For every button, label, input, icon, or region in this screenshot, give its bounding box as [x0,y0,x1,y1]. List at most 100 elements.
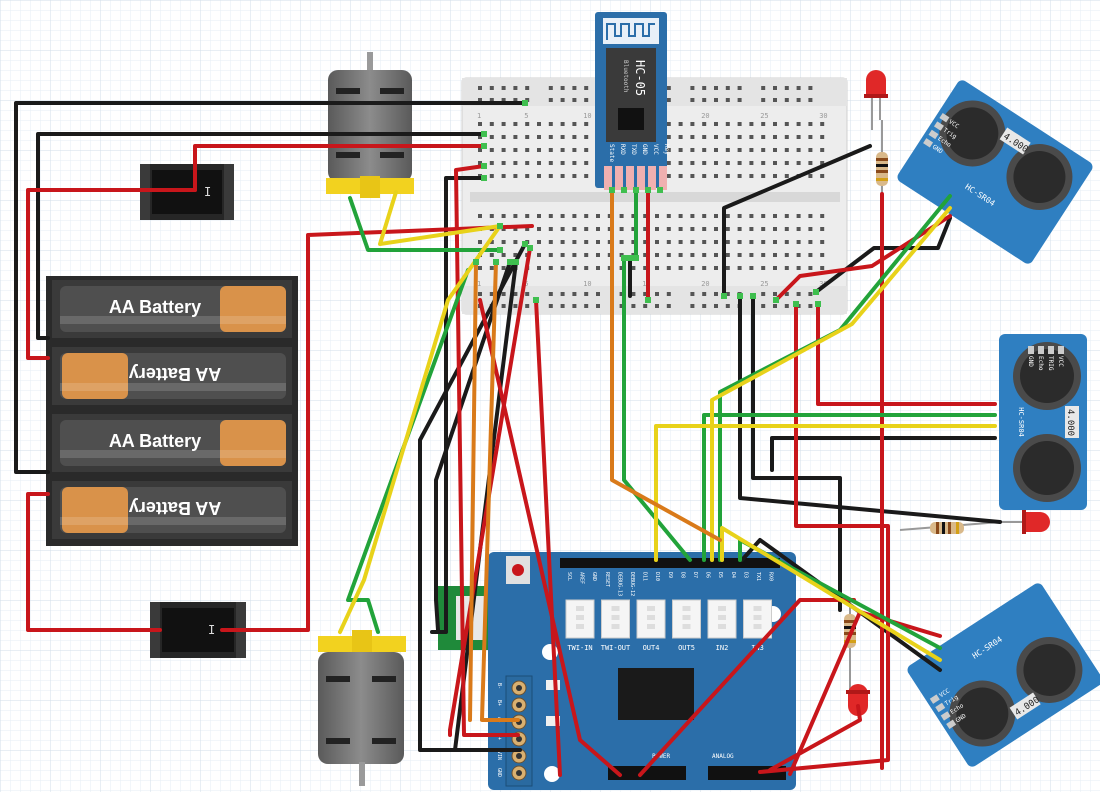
shield-pin-label: RESET [604,572,610,587]
battery-label: AA Battery [129,498,221,518]
resistor-top [876,120,888,196]
shield-pin-label: D9 [667,572,673,578]
breadboard-pin-mark [773,297,779,303]
power-header-label: POWER [652,753,670,760]
motor-shield: SCL AREF GND RESET DEBUG-13 DEBUG-12 D11 D10 D9 D… [488,552,796,790]
breadboard-pin-marks [473,100,821,307]
breadboard-column-number: 1 [477,112,481,120]
bt-pin-label: RXD [619,144,626,155]
analog-header-label: ANALOG [712,753,734,760]
shield-port-label: OUT5 [678,644,695,652]
battery-pack: AA Battery AA Battery AA Battery AA Battery [46,276,298,546]
shield-pin-label: DEBUG-13 [616,572,622,596]
breadboard-column-number: 1 [477,280,481,288]
bt-sub-label: Bluetooth [622,60,629,93]
breadboard-pin-mark [481,163,487,169]
breadboard-column-number: 25 [760,280,768,288]
aa-battery: AA Battery [52,481,292,539]
breadboard-column-number: 20 [701,112,709,120]
breadboard-pin-mark [721,293,727,299]
shield-port-label: IN2 [716,644,729,652]
bt-model-label: HC-05 [633,60,647,96]
breadboard-pin-mark [793,301,799,307]
breadboard-pin-mark [737,293,743,299]
aa-battery: AA Battery [52,347,292,405]
terminal-label: VIN [496,751,502,760]
battery-label: AA Battery [109,297,201,317]
breadboard-pin-mark [507,259,513,265]
aa-battery: AA Battery [52,414,292,472]
dc-motor-bottom [318,630,406,786]
breadboard-pin-mark [527,245,533,251]
breadboard-pin-mark [522,241,528,247]
shield-pin-label: D6 [705,572,711,578]
shield-pin-label: D10 [654,572,660,581]
shield-pin-label: D8 [679,572,685,578]
shield-pin-label: AREF [579,572,585,584]
terminal-label: B- [496,683,502,689]
breadboard-pin-mark [621,187,627,193]
sensor-freq: 4.000 [1065,409,1075,436]
breadboard-pin-mark [481,131,487,137]
breadboard-column-number: 5 [524,280,528,288]
bt-pin-label: TXD [630,144,637,155]
breadboard-column-number: 10 [583,112,591,120]
breadboard-pin-mark [522,100,528,106]
breadboard-pin-mark [750,293,756,299]
breadboard-pin-mark [481,175,487,181]
dc-motor-top [326,52,414,198]
shield-pin-label: GND [591,572,597,581]
battery-label: AA Battery [109,431,201,451]
breadboard-column-number: 10 [583,280,591,288]
shield-pin-label: DEBUG-12 [629,572,635,596]
led-bottom [846,684,870,716]
terminal-label: A+ [496,734,502,740]
breadboard-pin-mark [813,289,819,295]
bt-pin-label: VCC [652,144,659,155]
shield-port-label: TWI-OUT [601,644,631,652]
breadboard-pin-mark [493,259,499,265]
bt-pin-label: State [608,144,615,162]
sensor-pin-label: VCC [947,118,960,130]
switch-mark: I [208,623,215,637]
breadboard-column-number: 30 [819,112,827,120]
shield-pin-label: SCL [566,572,572,581]
sensor-pin-label: VCC [938,687,951,699]
led-right [1000,510,1050,534]
breadboard-pin-mark [645,187,651,193]
resistor-right [899,521,1001,534]
switch-mark: I [204,185,211,199]
shield-pin-label: D11 [642,572,648,581]
breadboard-pin-mark [497,223,503,229]
breadboard-pin-mark [633,255,639,261]
sensor-pin-label: VCC [1057,356,1064,367]
breadboard-pin-mark [645,297,651,303]
shield-pin-label: TX1 [755,572,761,581]
battery-label: AA Battery [129,364,221,384]
wires [14,101,1002,777]
breadboard-pin-mark [533,297,539,303]
sensor-model: HC-SR04 [1017,407,1025,437]
breadboard-pin-mark [815,301,821,307]
terminal-label: B+ [496,700,502,706]
breadboard-pin-mark [481,143,487,149]
terminal-label: GND [496,768,502,777]
sensor-pin-label: TRIG [1047,356,1054,371]
breadboard-column-number: 5 [524,112,528,120]
breadboard-pin-mark [609,187,615,193]
breadboard-pin-mark [627,255,633,261]
shield-pin-label: D3 [742,572,748,578]
sensor-pin-label: Echo [1037,356,1044,371]
shield-port-label: TWI-IN [567,644,592,652]
shield-pin-label: D7 [692,572,698,578]
bt-pin-label: Key [663,144,670,155]
shield-pin-label: D4 [730,572,736,578]
bt-pin-label: GND [641,144,648,155]
breadboard-pin-mark [633,187,639,193]
sensor-pin-label: GND [931,144,944,156]
hc05-bluetooth-module: HC-05 Bluetooth State RXD TXD GND VCC Key [595,12,670,190]
